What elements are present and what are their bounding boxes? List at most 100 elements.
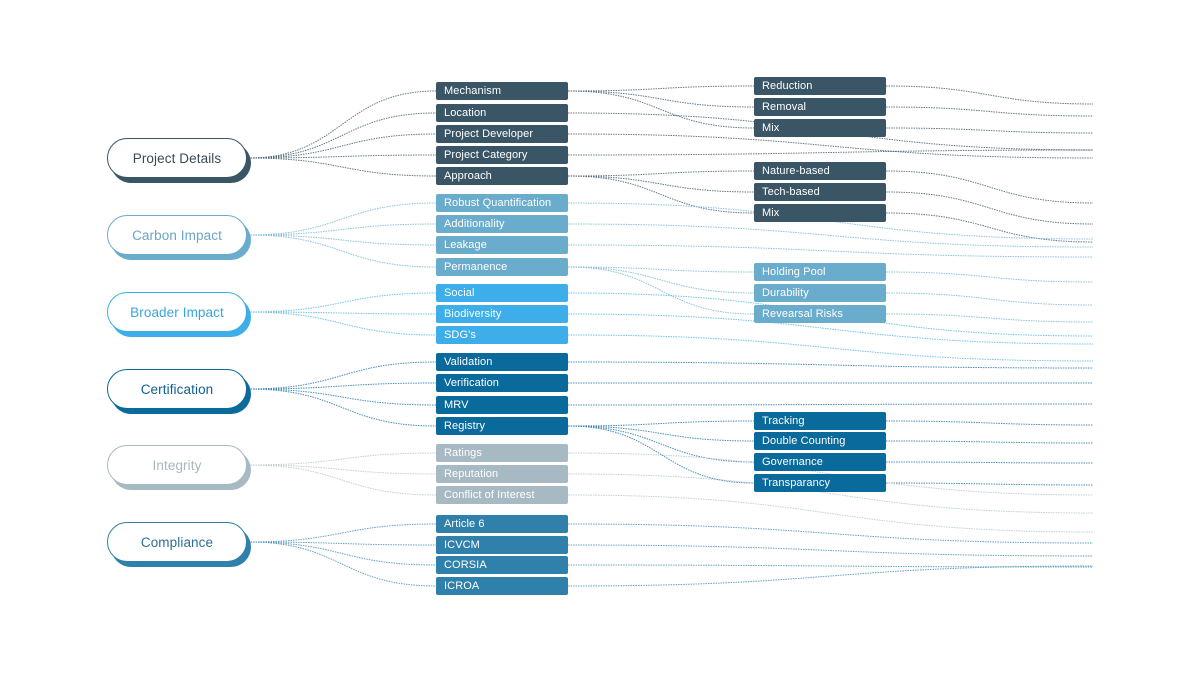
link-root-to-project-details-0 [247, 90, 437, 159]
link-out-carbon-impact-1 [567, 223, 1094, 248]
node-location[interactable]: Location [436, 104, 568, 122]
link-root-to-certification-2 [247, 388, 437, 406]
node-corsia[interactable]: CORSIA [436, 556, 568, 574]
link-root-to-carbon-impact-2 [247, 234, 437, 246]
node-verification[interactable]: Verification [436, 374, 568, 392]
node-mechanism[interactable]: Mechanism [436, 82, 568, 100]
link-out-carbon-impact-3-2 [885, 313, 1094, 323]
node-double-counting[interactable]: Double Counting [754, 432, 886, 450]
node-biodiversity[interactable]: Biodiversity [436, 305, 568, 323]
link-root-to-compliance-2 [247, 541, 437, 566]
node-mix[interactable]: Mix [754, 204, 886, 222]
link-out-broader-impact-2 [567, 334, 1094, 362]
root-node-label: Project Details [132, 150, 222, 166]
node-revearsal-risks[interactable]: Revearsal Risks [754, 305, 886, 323]
node-validation[interactable]: Validation [436, 353, 568, 371]
link-out-project-details-4-0 [885, 170, 1094, 204]
link-root-to-compliance-3 [247, 541, 437, 587]
link-certification-3-3 [567, 425, 755, 484]
link-certification-3-0 [567, 420, 755, 427]
node-registry[interactable]: Registry [436, 417, 568, 435]
root-node-certification[interactable]: Certification [107, 369, 247, 409]
node-tracking[interactable]: Tracking [754, 412, 886, 430]
node-tech-based[interactable]: Tech-based [754, 183, 886, 201]
node-project-developer[interactable]: Project Developer [436, 125, 568, 143]
link-out-certification-3-2 [885, 461, 1094, 464]
root-node-label: Broader Impact [130, 304, 224, 320]
node-permanence[interactable]: Permanence [436, 258, 568, 276]
link-out-project-details-4-1 [885, 191, 1094, 225]
root-node-label: Carbon Impact [132, 227, 222, 243]
node-governance[interactable]: Governance [754, 453, 886, 471]
link-root-to-compliance-1 [247, 541, 437, 546]
root-node-project-details[interactable]: Project Details [107, 138, 247, 178]
link-out-certification-0 [567, 361, 1094, 369]
link-carbon-impact-3-1 [567, 266, 755, 294]
link-project-details-4-2 [567, 175, 755, 214]
link-root-to-broader-impact-0 [247, 292, 437, 313]
link-certification-3-2 [567, 425, 755, 463]
link-out-project-details-0-0 [885, 85, 1094, 105]
link-root-to-project-details-4 [247, 157, 437, 177]
node-mrv[interactable]: MRV [436, 396, 568, 414]
node-durability[interactable]: Durability [754, 284, 886, 302]
node-icvcm[interactable]: ICVCM [436, 536, 568, 554]
node-reputation[interactable]: Reputation [436, 465, 568, 483]
root-node-broader-impact[interactable]: Broader Impact [107, 292, 247, 332]
node-holding-pool[interactable]: Holding Pool [754, 263, 886, 281]
link-project-details-0-0 [567, 85, 755, 92]
root-node-integrity[interactable]: Integrity [107, 445, 247, 485]
link-project-details-4-1 [567, 175, 755, 193]
link-out-certification-3-1 [885, 440, 1094, 444]
node-leakage[interactable]: Leakage [436, 236, 568, 254]
link-root-to-certification-0 [247, 361, 437, 390]
link-root-to-broader-impact-1 [247, 311, 437, 315]
node-transparancy[interactable]: Transparancy [754, 474, 886, 492]
node-sdg-s[interactable]: SDG's [436, 326, 568, 344]
link-project-details-0-1 [567, 90, 755, 108]
link-out-certification-3-3 [885, 482, 1094, 486]
link-root-to-project-details-3 [247, 154, 437, 159]
node-nature-based[interactable]: Nature-based [754, 162, 886, 180]
link-root-to-project-details-1 [247, 112, 437, 159]
node-removal[interactable]: Removal [754, 98, 886, 116]
node-mix[interactable]: Mix [754, 119, 886, 137]
link-root-to-carbon-impact-1 [247, 223, 437, 236]
link-project-details-4-0 [567, 170, 755, 177]
link-out-project-details-2 [567, 133, 1094, 159]
link-root-to-integrity-1 [247, 464, 437, 475]
link-out-carbon-impact-3-1 [885, 292, 1094, 306]
root-node-label: Certification [140, 381, 214, 397]
node-reduction[interactable]: Reduction [754, 77, 886, 95]
node-project-category[interactable]: Project Category [436, 146, 568, 164]
link-out-compliance-2 [567, 564, 1094, 568]
link-root-to-compliance-0 [247, 523, 437, 543]
link-carbon-impact-3-2 [567, 266, 755, 315]
node-conflict-of-interest[interactable]: Conflict of Interest [436, 486, 568, 504]
node-icroa[interactable]: ICROA [436, 577, 568, 595]
node-social[interactable]: Social [436, 284, 568, 302]
link-out-integrity-2 [567, 494, 1094, 533]
root-node-carbon-impact[interactable]: Carbon Impact [107, 215, 247, 255]
link-certification-3-1 [567, 425, 755, 442]
link-carbon-impact-3-0 [567, 266, 755, 273]
link-root-to-carbon-impact-3 [247, 234, 437, 268]
link-out-carbon-impact-2 [567, 244, 1094, 258]
link-out-certification-3-0 [885, 420, 1094, 426]
node-additionality[interactable]: Additionality [436, 215, 568, 233]
link-out-project-details-4-2 [885, 212, 1094, 243]
link-root-to-carbon-impact-0 [247, 202, 437, 236]
root-node-compliance[interactable]: Compliance [107, 522, 247, 562]
node-robust-quantification[interactable]: Robust Quantification [436, 194, 568, 212]
link-project-details-0-2 [567, 90, 755, 129]
link-out-compliance-3 [567, 565, 1094, 587]
link-root-to-project-details-2 [247, 133, 437, 159]
node-approach[interactable]: Approach [436, 167, 568, 185]
root-node-label: Integrity [152, 457, 202, 473]
link-out-project-details-0-2 [885, 127, 1094, 134]
link-root-to-broader-impact-2 [247, 311, 437, 336]
node-article-6[interactable]: Article 6 [436, 515, 568, 533]
node-ratings[interactable]: Ratings [436, 444, 568, 462]
